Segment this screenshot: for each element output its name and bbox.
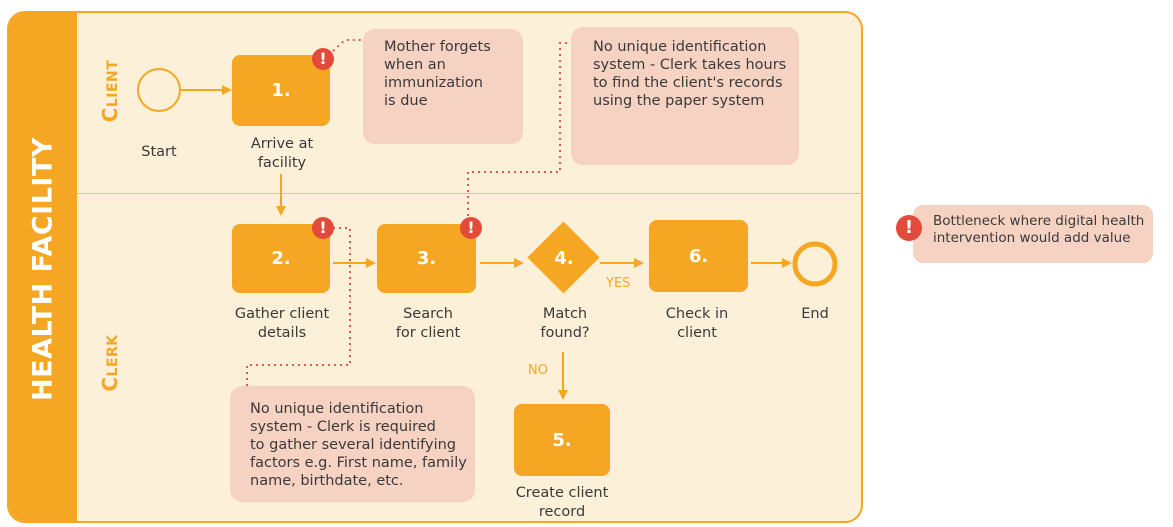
step-3-label-line: Search [403, 306, 453, 322]
step-3-label-line: for client [395, 325, 461, 341]
no-label: NO [528, 363, 548, 378]
alert-icon: ! [460, 217, 482, 239]
legend-line: Bottleneck where digital health [933, 213, 1145, 229]
step-2-box: 2. [232, 224, 330, 293]
step-1-label-line: Arrive at [250, 136, 314, 152]
step-2-label-line: Gather client [234, 306, 330, 322]
step-6-box: 6. [649, 220, 748, 292]
step-1-label: Arrive at facility [212, 135, 352, 173]
legend-line: intervention would add value [933, 230, 1131, 246]
bottleneck-callout-1: Mother forgets when an immunization is d… [363, 29, 523, 144]
dotted-connector-c1 [332, 39, 363, 52]
lane-divider [77, 193, 861, 194]
callout-line: to find the client's records [593, 75, 783, 91]
step-5-label: Create client record [492, 484, 632, 522]
alert-icon: ! [312, 48, 334, 70]
alert-icon: ! [312, 217, 334, 239]
end-circle [792, 241, 838, 287]
step-1-box: 1. [232, 55, 330, 126]
callout-line: system - Clerk takes hours [593, 57, 787, 73]
callout-line: is due [384, 93, 428, 109]
legend-alert-icon: ! [896, 215, 922, 241]
step-2-label-line: details [257, 325, 307, 341]
callout-line: system - Clerk is required [250, 419, 436, 435]
step-4-label-line: Match [542, 306, 588, 322]
step-6-label-line: Check in [665, 306, 729, 322]
step-2-label: Gather client details [212, 305, 352, 343]
step-1-label-line: facility [257, 155, 307, 171]
start-label: Start [141, 144, 177, 160]
step-3-label: Search for client [358, 305, 498, 343]
callout-line: to gather several identifying [250, 437, 456, 453]
step-4-label: Match found? [495, 305, 635, 343]
callout-line: No unique identification [593, 39, 767, 55]
step-4-label-line: found? [540, 325, 590, 341]
facility-bar: HEALTH FACILITY [9, 13, 77, 521]
legend: Bottleneck where digital health interven… [913, 205, 1153, 263]
start-circle [137, 68, 181, 112]
step-6-label-line: client [677, 325, 717, 341]
step-5-box: 5. [514, 404, 610, 476]
yes-label: YES [606, 276, 631, 291]
callout-line: No unique identification [250, 401, 424, 417]
callout-line: Mother forgets [384, 39, 491, 55]
step-4-number: 4. [554, 248, 574, 269]
step-3-box: 3. [377, 224, 476, 293]
callout-line: using the paper system [593, 93, 765, 109]
bottleneck-callout-2: No unique identification system - Clerk … [571, 27, 799, 165]
callout-line: name, birthdate, etc. [250, 473, 404, 489]
step-5-label-line: record [538, 504, 586, 520]
dotted-connector-c2 [467, 42, 575, 222]
step-5-label-line: Create client [515, 485, 609, 501]
callout-line: when an [384, 57, 446, 73]
bottleneck-callout-3: No unique identification system - Clerk … [230, 386, 475, 502]
step-6-label: Check in client [627, 305, 767, 343]
callout-line: immunization [384, 75, 483, 91]
callout-line: factors e.g. First name, family [250, 455, 467, 471]
end-label: End [801, 306, 829, 322]
